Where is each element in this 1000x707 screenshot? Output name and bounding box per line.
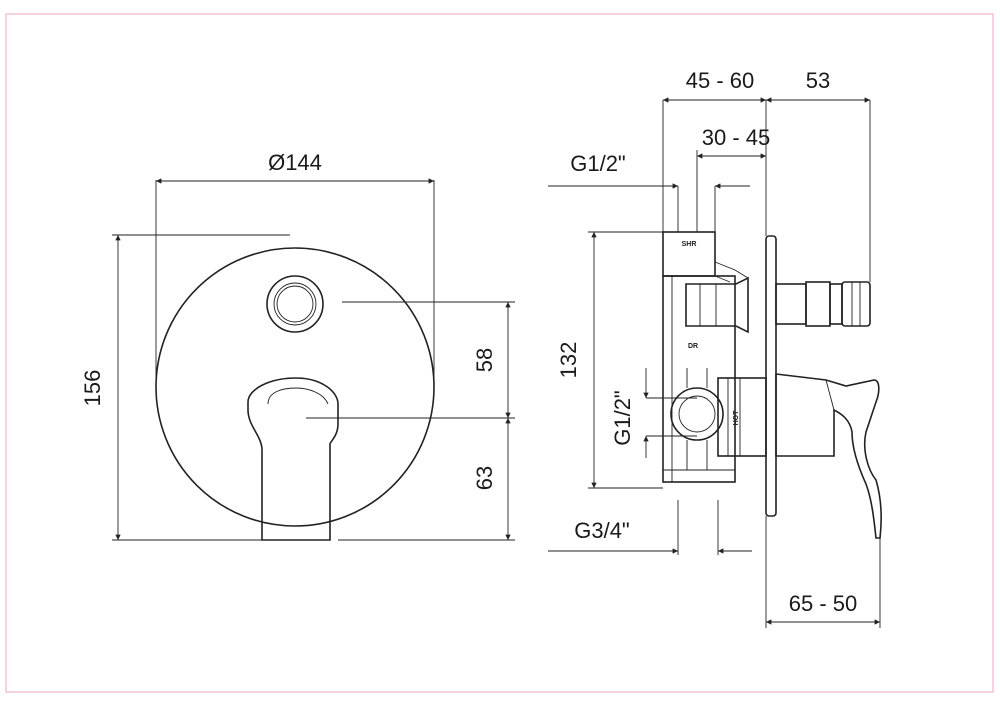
diverter-tag: DR <box>688 343 698 350</box>
diameter-label: Ø144 <box>268 150 322 175</box>
lower-offset-label: 63 <box>472 466 497 490</box>
body-height-label: 132 <box>556 342 581 379</box>
upper-offset-label: 58 <box>472 348 497 372</box>
front-view: Ø144 156 58 63 <box>80 150 515 541</box>
lever-handle-edge <box>267 387 329 405</box>
inlet-label: G3/4" <box>574 518 630 543</box>
diverter-stem <box>775 283 807 325</box>
diverter-cartridge <box>685 276 749 334</box>
lever-handle <box>247 377 339 541</box>
side-outlet-label: G1/2" <box>610 390 635 446</box>
valve-body <box>662 275 736 483</box>
lever-depth-label: 53 <box>806 68 830 93</box>
depth-range-label: 45 - 60 <box>686 68 755 93</box>
shower-port-box <box>662 231 716 277</box>
cover-plate <box>155 247 435 527</box>
diverter-knob <box>266 275 324 333</box>
projection-label: 65 - 50 <box>789 591 858 616</box>
side-view: SHR DR HOT <box>548 68 882 628</box>
shower-tag: SHR <box>682 241 697 248</box>
height-label: 156 <box>80 370 105 407</box>
inner-range-label: 30 - 45 <box>702 125 771 150</box>
diverter-stem-knob <box>805 281 831 327</box>
mixing-cartridge <box>717 377 767 457</box>
shower-outlet-label: G1/2" <box>570 151 626 176</box>
wall-plate <box>765 235 777 517</box>
side-outlet <box>670 387 724 441</box>
side-outlet-inner <box>678 395 716 433</box>
diverter-stem-cap <box>829 283 843 325</box>
lever-side-profile <box>775 373 882 539</box>
diverter-knob-ring <box>276 285 314 323</box>
diverter-knob-inner <box>273 282 317 326</box>
hot-tag: HOT <box>733 410 740 426</box>
diverter-stem-tip <box>841 281 871 327</box>
page-border <box>5 13 994 693</box>
